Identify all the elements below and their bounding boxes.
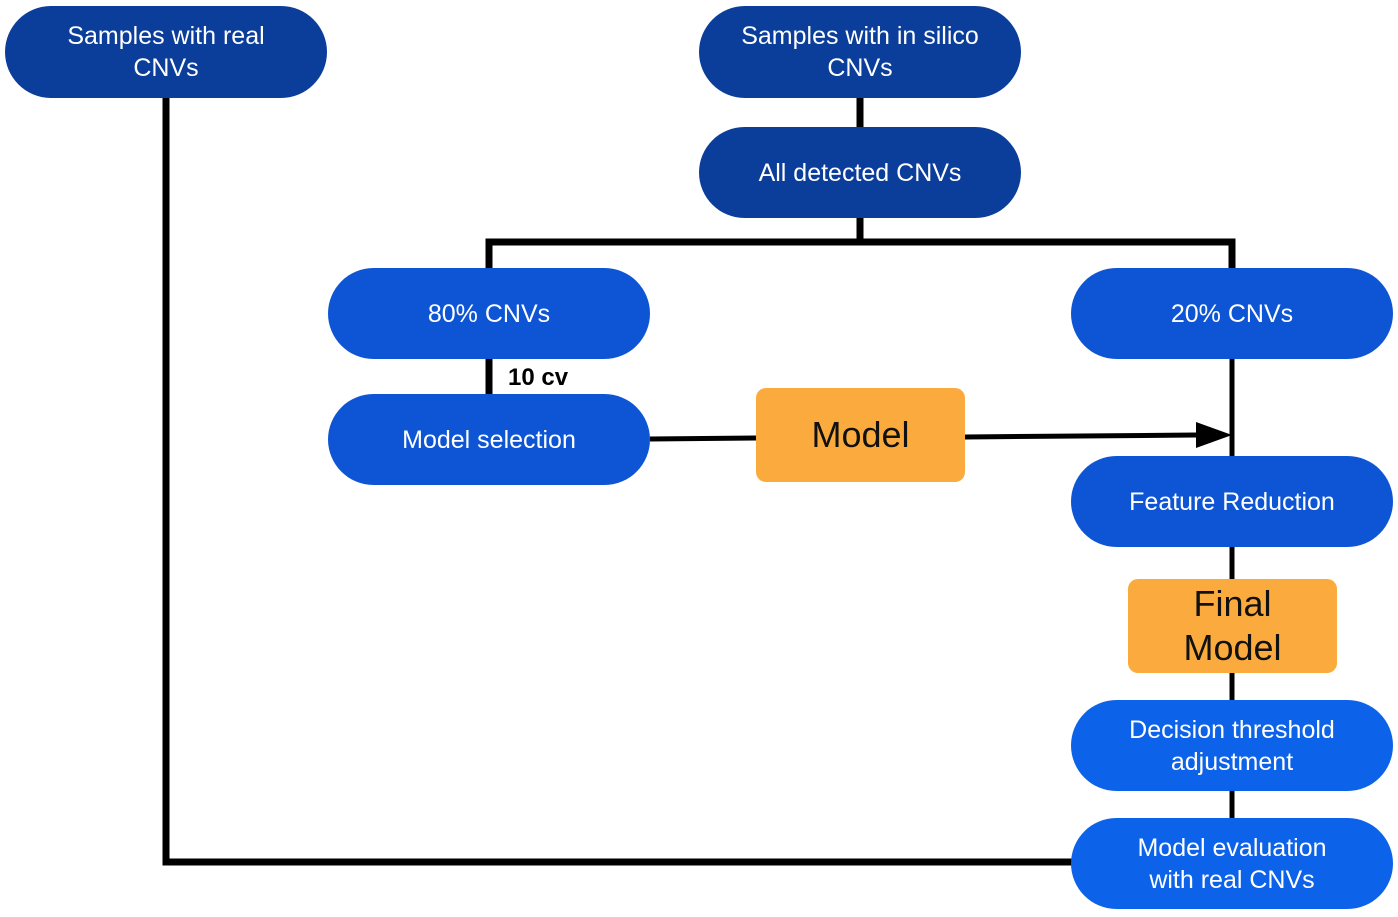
node-20-cnvs: 20% CNVs [1071,268,1393,359]
node-final-model: Final Model [1128,579,1337,673]
edge-all-detected-split [485,218,864,270]
edge-model-to-feature-reduction [964,432,1197,440]
node-model: Model [756,388,965,482]
node-model-selection: Model selection [328,394,650,485]
node-feature-reduction: Feature Reduction [1071,456,1393,547]
arrowhead-model [1196,422,1232,448]
node-decision-threshold: Decision threshold adjustment [1071,700,1393,791]
node-samples-real: Samples with real CNVs [5,6,327,98]
edge-label-10-cv: 10 cv [508,364,569,391]
node-all-detected-cnvs: All detected CNVs [699,127,1021,218]
node-model-evaluation: Model evaluation with real CNVs [1071,818,1393,909]
edge-split-to-20 [860,238,1236,270]
node-80-cnvs: 80% CNVs [328,268,650,359]
node-samples-in-silico: Samples with in silico CNVs [699,6,1021,98]
edge-model-selection-to-model [649,435,757,442]
edge-samples-real-to-evaluation [162,98,1074,866]
